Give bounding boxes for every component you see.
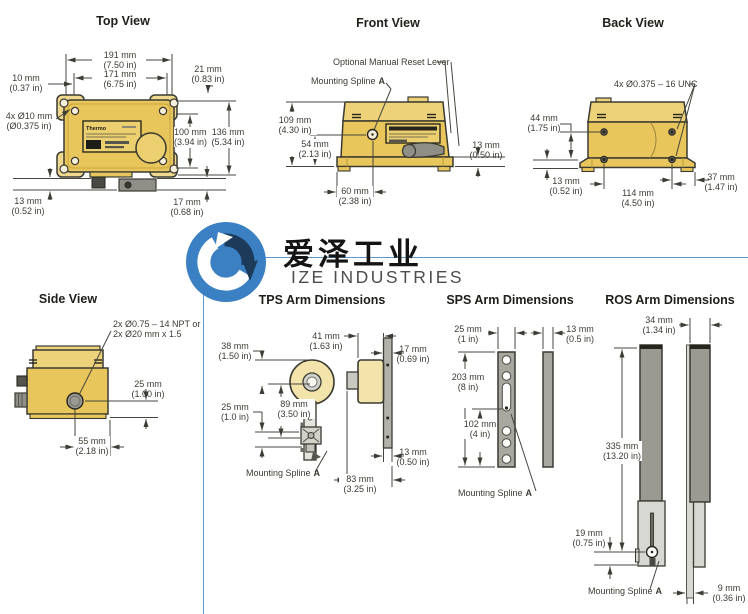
dim-top-100: 100 mm(3.94 in) [174, 127, 208, 148]
title-sps-arm: SPS Arm Dimensions [446, 293, 574, 307]
note-unc: 4x Ø0.375 – 16 UNC [614, 79, 698, 89]
front-view-device [336, 96, 454, 172]
title-back-view: Back View [602, 16, 664, 30]
dim-sps-25: 25 mm(1 in) [454, 324, 482, 345]
dim-front-60: 60 mm(2.38 in) [337, 186, 373, 207]
vent-marks [597, 113, 682, 119]
brand-text: Thermo [86, 126, 107, 132]
ros-dimension-lines [594, 318, 722, 604]
back-view-dimension-lines [533, 83, 709, 189]
dim-side-25: 25 mm(1.00 in) [131, 379, 165, 400]
connector-stub [16, 375, 28, 387]
dim-ros-335: 335 mm(13.20 in) [602, 441, 642, 462]
conduit-opening [135, 132, 167, 164]
top-view-dimension-lines [13, 54, 236, 202]
dim-tps-25: 25 mm(1.0 in) [220, 402, 249, 423]
watermark-line-vertical [203, 257, 205, 614]
dim-top-171: 171 mm(6.75 in) [103, 69, 137, 90]
cable-gland [14, 392, 28, 408]
lid [587, 101, 688, 123]
nameplate: Thermo [82, 120, 142, 153]
dim-ros-34: 34 mm(1.34 in) [642, 315, 676, 336]
back-view-device [579, 97, 696, 173]
dim-top-holes: 4x Ø10 mm(Ø0.375 in) [5, 111, 53, 132]
dim-side-55: 55 mm(2.18 in) [74, 436, 110, 457]
ize-logo-icon [186, 222, 266, 302]
dim-top-21: 21 mm(0.83 in) [191, 64, 225, 85]
dim-tps-89: 89 mm(3.50 in) [273, 399, 315, 420]
mounting-bolts [600, 128, 676, 164]
dim-front-13: 13 mm(0.50 in) [469, 140, 503, 161]
watermark-english-text: IZE INDUSTRIES [291, 267, 465, 287]
sps-arm-side [542, 351, 554, 468]
roller-side [357, 359, 385, 404]
dim-back-114: 114 mm(4.50 in) [621, 188, 655, 209]
dim-back-44: 44 mm(1.75 in) [527, 113, 561, 134]
title-side-view: Side View [38, 292, 98, 306]
base [579, 157, 696, 169]
top-view-device: Thermo [56, 94, 179, 192]
side-plate [382, 337, 393, 449]
front-nameplate [385, 123, 441, 144]
watermark-line-horizontal [203, 257, 748, 259]
dim-ros-9: 9 mm(0.36 in) [712, 583, 746, 604]
title-front-view: Front View [356, 16, 420, 30]
sps-dimension-lines [458, 327, 565, 492]
note-reset-lever: Optional Manual Reset Lever [333, 57, 450, 67]
dim-top-10: 10 mm(0.37 in) [9, 73, 43, 94]
watermark-chinese-text: 爱泽工业 [283, 237, 423, 273]
dim-ros-19: 19 mm(0.75 in) [572, 528, 606, 549]
dim-tps-17: 17 mm(0.69 in) [396, 344, 430, 365]
dim-top-17: 17 mm(0.68 in) [170, 197, 204, 218]
dim-sps-13: 13 mm(0.5 in) [565, 324, 594, 345]
ros-rod-front [639, 344, 663, 502]
base [336, 156, 454, 168]
title-tps-arm: TPS Arm Dimensions [258, 293, 386, 307]
dim-sps-102: 102 mm(4 in) [463, 419, 497, 440]
dim-front-109: 109 mm(4.30 in) [273, 115, 317, 136]
dim-sps-203: 203 mm(8 in) [450, 372, 486, 393]
ros-rod-side [689, 344, 711, 503]
tps-dimension-lines [253, 333, 405, 487]
dim-tps-83: 83 mm(3.25 in) [339, 474, 381, 495]
dim-top-136: 136 mm(5.34 in) [211, 127, 245, 148]
title-ros-arm: ROS Arm Dimensions [605, 293, 735, 307]
dim-back-13: 13 mm(0.52 in) [549, 176, 583, 197]
sps-arm-figures [497, 351, 554, 468]
ros-extension [692, 501, 706, 568]
dim-tps-13: 13 mm(0.50 in) [396, 447, 430, 468]
ros-arm-figures [635, 344, 711, 599]
body [587, 121, 688, 159]
title-top-view: Top View [96, 14, 150, 28]
dim-front-54: 54 mm(2.13 in) [296, 139, 334, 160]
body [26, 367, 109, 415]
dim-tps-41: 41 mm(1.63 in) [309, 331, 343, 352]
dim-top-13: 13 mm(0.52 in) [11, 196, 45, 217]
lid-edge [89, 171, 133, 178]
dim-top-191: 191 mm(7.50 in) [103, 50, 137, 71]
vent-marks [352, 113, 436, 119]
side-view-device [14, 345, 109, 420]
dim-back-37: 37 mm(1.47 in) [704, 172, 738, 193]
conduit-port [66, 392, 84, 410]
connector-stub [91, 176, 106, 189]
dim-tps-38: 38 mm(1.50 in) [218, 341, 252, 362]
